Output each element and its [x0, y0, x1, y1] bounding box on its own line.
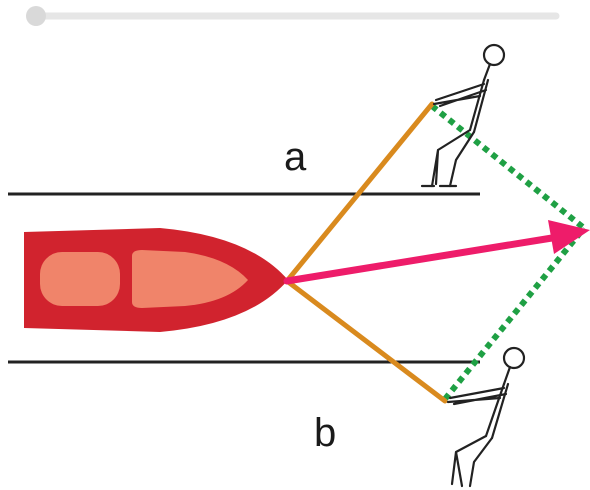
force-parallelogram — [430, 103, 587, 401]
parallelogram-bottom-edge — [442, 226, 587, 401]
resultant-force-arrow — [283, 220, 590, 285]
person-b-legs — [450, 434, 494, 488]
person-b-torso — [484, 382, 510, 440]
person-a-legs — [430, 128, 476, 188]
label-rope-a: a — [284, 135, 307, 179]
person-pulling-rope-b — [446, 346, 526, 488]
boat-cabin-front — [132, 250, 248, 308]
person-b-arms — [446, 386, 508, 406]
slider[interactable] — [26, 6, 560, 26]
person-a-torso — [468, 78, 490, 134]
person-pulling-rope-a — [420, 43, 506, 188]
boat — [24, 228, 288, 332]
resultant-shaft — [283, 234, 556, 285]
boat-cabin-rear — [40, 252, 120, 306]
person-a-neck — [482, 62, 492, 82]
label-rope-b: b — [314, 411, 336, 455]
person-a-head — [482, 43, 506, 67]
person-b-neck — [502, 365, 512, 386]
rope-a — [284, 101, 435, 284]
rope-b — [284, 278, 448, 404]
person-a-arms — [432, 82, 488, 108]
person-b-head — [502, 346, 526, 370]
slider-thumb[interactable] — [26, 6, 46, 26]
resultant-arrowhead — [548, 220, 590, 254]
